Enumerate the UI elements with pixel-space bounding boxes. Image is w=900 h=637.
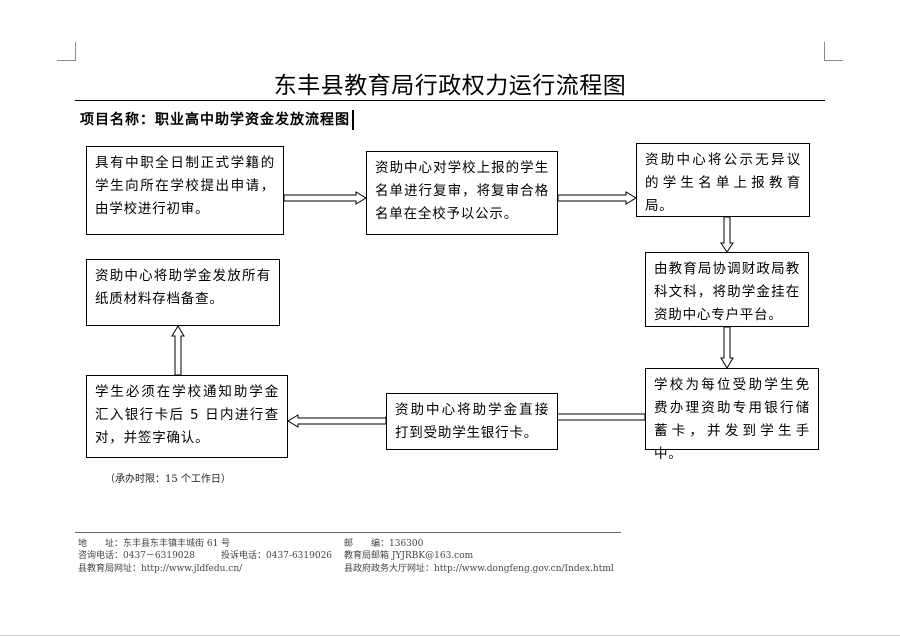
arrow-step3-to-step4: [720, 216, 734, 253]
flow-step-7: 学生必须在学校通知助学金汇入银行卡后 5 日内进行查对，并签字确认。: [86, 375, 288, 458]
footer-divider: [75, 532, 621, 533]
footer-postcode: 邮 编：136300: [344, 539, 424, 549]
footer-edu-site: 县教育局网址：http://www.jldfedu.cn/: [78, 564, 243, 574]
flow-step-2: 资助中心对学校上报的学生名单进行复审，将复审合格名单在全校予以公示。: [366, 151, 558, 235]
arrow-step2-to-step3: [557, 191, 637, 205]
page-bottom-edge: [0, 635, 900, 636]
flow-step-4: 由教育局协调财政局教科文科，将助学金挂在资助中心专户平台。: [645, 252, 809, 327]
footer-phone: 咨询电话：0437－6319028: [78, 551, 195, 561]
arrow-step4-to-step5: [720, 326, 734, 369]
text-cursor: [352, 110, 354, 130]
time-limit-note: （承办时限：15 个工作日）: [105, 474, 231, 485]
footer-gov-site: 县政府政务大厅网址：http://www.dongfeng.gov.cn/Ind…: [344, 564, 614, 574]
title-divider: [75, 100, 825, 101]
footer-address: 地 址：东丰县东丰镇丰城街 61 号: [78, 539, 231, 549]
flow-step-1: 具有中职全日制正式学籍的学生向所在学校提出申请，由学校进行初审。: [86, 146, 284, 235]
footer-email: 教育局邮箱 JYJRBK@163.com: [344, 551, 474, 561]
page-corner-mark-top-left: [57, 42, 76, 61]
flow-step-3: 资助中心将公示无异议的学生名单上报教育局。: [636, 143, 810, 217]
arrow-step1-to-step2: [283, 191, 367, 205]
project-name: 项目名称：职业高中助学资金发放流程图: [80, 109, 354, 130]
footer-complaint-phone: 投诉电话：0437-6319026: [221, 551, 333, 561]
project-name-text: 项目名称：职业高中助学资金发放流程图: [80, 112, 350, 128]
page-title: 东丰县教育局行政权力运行流程图: [273, 73, 627, 99]
arrow-step7-to-step8: [171, 325, 185, 376]
flow-step-6: 资助中心将助学金直接打到受助学生银行卡。: [386, 393, 558, 450]
arrow-step6-to-step7: [287, 414, 387, 428]
flow-step-5: 学校为每位受助学生免费办理资助专用银行储蓄卡，并发到学生手中。: [645, 368, 819, 462]
flow-step-8: 资助中心将助学金发放所有纸质材料存档备查。: [86, 259, 280, 326]
page-corner-mark-top-right: [824, 42, 843, 61]
